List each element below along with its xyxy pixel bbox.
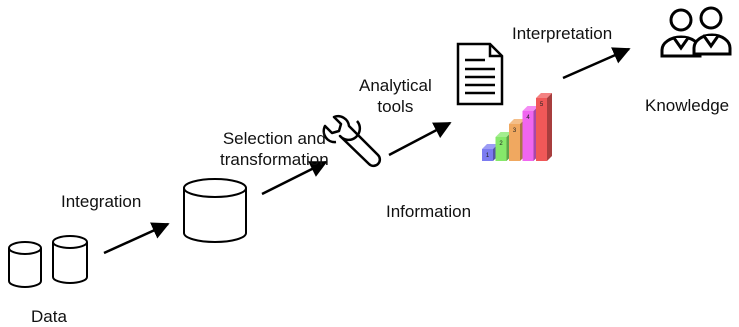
person-right-icon xyxy=(692,6,732,56)
label-interpretation: Interpretation xyxy=(512,24,613,43)
wrench-icon xyxy=(322,115,382,168)
data-cylinder-right-icon xyxy=(52,235,88,284)
chart-bar-5: 5 xyxy=(536,93,552,161)
chart-bar-label: 2 xyxy=(499,141,503,147)
label-integration: Integration xyxy=(61,192,142,211)
label-information: Information xyxy=(386,202,472,221)
data-cylinder-left-icon xyxy=(8,241,42,288)
chart-bar-label: 3 xyxy=(513,128,517,134)
bar-chart-icon: 1 2 3 4 5 xyxy=(482,93,552,161)
arrow-interpretation xyxy=(562,47,631,80)
arrow-selection-transformation xyxy=(261,160,328,196)
label-analytical-line1: Analytical xyxy=(359,76,432,95)
document-icon xyxy=(456,42,504,106)
label-knowledge: Knowledge xyxy=(645,96,730,115)
label-selection: Selection and transformation xyxy=(220,128,329,170)
data-cylinders-icon xyxy=(8,235,88,288)
arrow-analytical-tools xyxy=(388,121,452,157)
person-left-icon xyxy=(660,8,702,58)
arrow-integration xyxy=(103,222,170,255)
label-analytical-tools: Analytical tools xyxy=(359,75,432,117)
chart-bar-label: 5 xyxy=(540,102,544,108)
people-icon xyxy=(660,6,732,58)
label-analytical-line2: tools xyxy=(377,97,414,116)
chart-bar-label: 1 xyxy=(486,153,490,159)
label-selection-line1: Selection and xyxy=(222,129,326,148)
label-data: Data xyxy=(31,307,67,326)
chart-bar-label: 4 xyxy=(526,115,530,121)
warehouse-database-icon xyxy=(183,178,247,243)
label-selection-line2: transformation xyxy=(220,150,329,169)
